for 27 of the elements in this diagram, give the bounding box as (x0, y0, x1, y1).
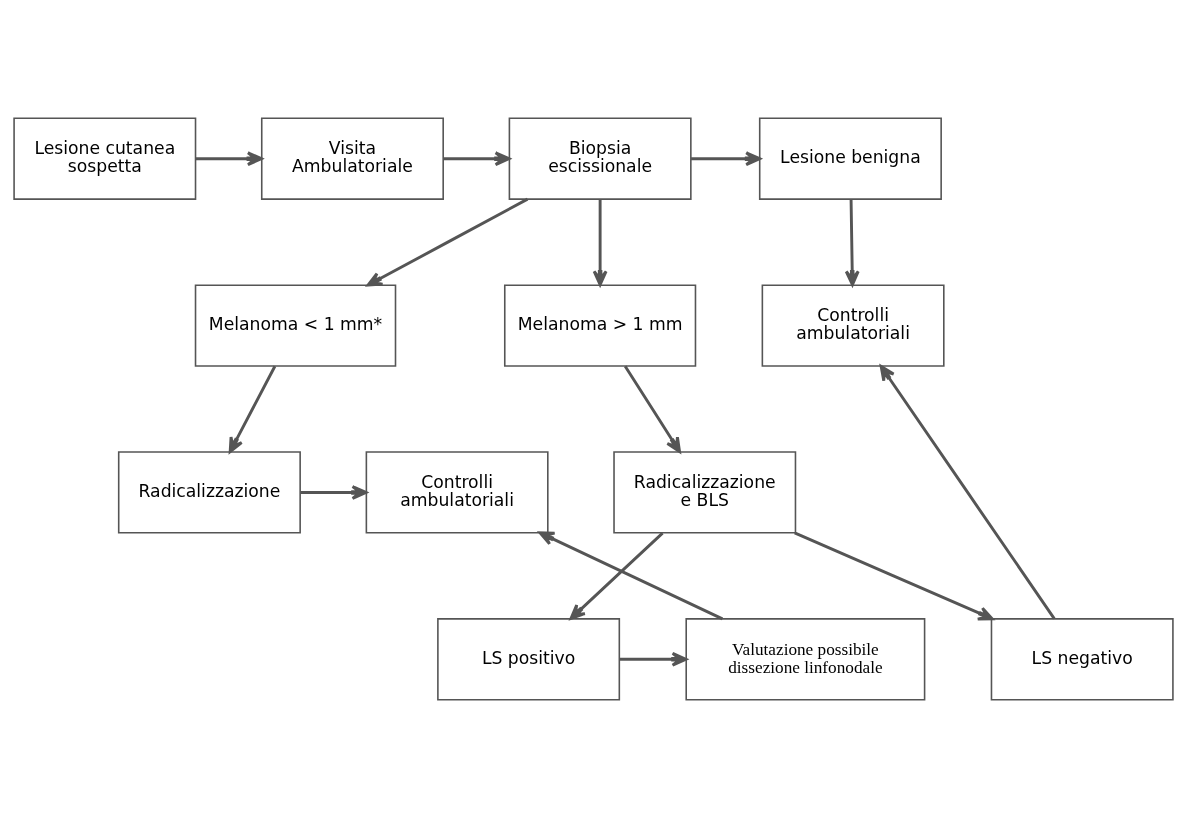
node-box: Melanoma > 1 mm (503, 284, 697, 367)
node-box: LS positivo (437, 618, 621, 701)
node-box: Controlli ambulatoriali (761, 284, 945, 367)
node-box: Visita Ambulatoriale (260, 117, 444, 200)
arrow (592, 199, 608, 287)
arrow (794, 531, 994, 621)
node-box: Lesione cutanea sospetta (13, 117, 197, 200)
arrow (569, 532, 664, 620)
arrow (691, 151, 761, 167)
node-box: Lesione benigna (758, 117, 942, 200)
node-box: Biopsia escissionale (508, 117, 692, 200)
arrow (623, 365, 681, 453)
node-box: Radicalizzazione e BLS (613, 451, 797, 534)
arrow (300, 485, 368, 500)
arrow (443, 151, 511, 167)
node-box: Controlli ambulatoriali (365, 451, 549, 534)
node-box: Radicalizzazione (117, 451, 301, 534)
arrow (844, 199, 860, 287)
arrow (366, 197, 529, 287)
arrow (228, 365, 277, 453)
arrow (619, 651, 688, 667)
arrow (538, 531, 724, 621)
arrow (195, 151, 263, 167)
node-box: Melanoma < 1 mm* (194, 284, 397, 367)
node-box: Valutazione possibile dissezione linfonodale (685, 618, 926, 701)
arrow (879, 365, 1056, 620)
node-box: LS negativo (990, 618, 1174, 701)
